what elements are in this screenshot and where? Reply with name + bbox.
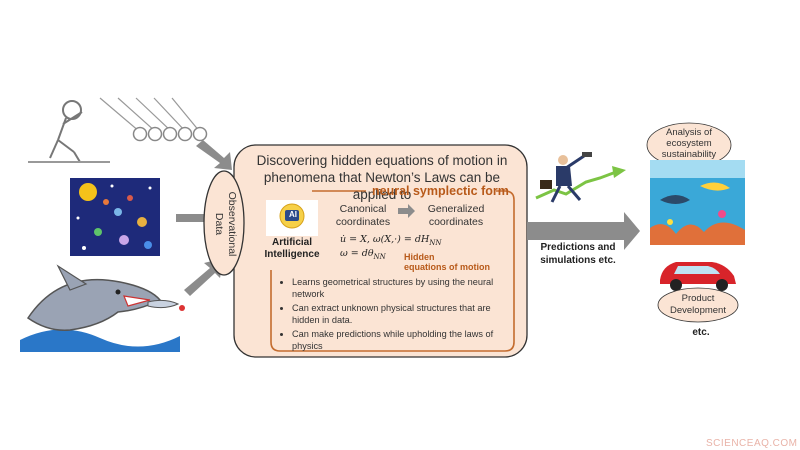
newtons-cradle-illustration <box>28 97 208 163</box>
ecosystem-image <box>650 160 745 245</box>
product-line2: Development <box>670 305 726 316</box>
product-line1: Product <box>681 293 715 304</box>
ai-label-line1: Artificial <box>271 237 312 248</box>
ai-brain-icon <box>266 200 318 236</box>
equation-2-main: ω = dθ <box>340 248 374 259</box>
observational-data-oval <box>203 170 245 276</box>
equation-1-sub: NN <box>429 238 442 247</box>
equation-1: u̇ = X, ω(X,·) = dHNN <box>340 234 442 249</box>
bullet-item: Can extract unknown physical structures … <box>292 302 516 326</box>
neural-symplectic-form-label: neural symplectic form <box>372 184 509 198</box>
equation-2-sub: NN <box>373 252 386 261</box>
analysis-line3: sustainability <box>661 149 717 160</box>
watermark: SCIENCEAQ.COM <box>706 438 798 449</box>
ai-badge: AI <box>289 210 297 219</box>
predictions-label: Predictions and simulations etc. <box>532 241 624 267</box>
hidden-label-line1: Hidden <box>404 252 435 262</box>
feature-bullet-list: Learns geometrical structures by using t… <box>280 276 516 354</box>
predictions-line1: Predictions and <box>540 242 616 253</box>
output-arrow <box>527 212 640 250</box>
ai-label-line2: Intelligence <box>264 249 320 260</box>
red-car-image <box>660 262 736 291</box>
product-oval <box>657 287 739 323</box>
businessman-illustration <box>535 152 626 203</box>
ai-label: Artificial Intelligence <box>264 237 320 261</box>
canonical-coordinates: Canonical coordinates <box>330 203 396 229</box>
predictions-line2: simulations etc. <box>540 255 616 266</box>
generalized-line1: Generalized <box>427 203 485 215</box>
canonical-line2: coordinates <box>335 216 391 228</box>
solar-system-illustration <box>70 178 160 256</box>
etc-label: etc. <box>692 327 710 338</box>
equation-2: ω = dθNN <box>340 248 386 263</box>
shark-illustration <box>20 264 185 352</box>
generalized-line2: coordinates <box>428 216 484 228</box>
main-title-line2: phenomena that Newton’s Laws can be appl… <box>263 170 501 202</box>
canonical-line1: Canonical <box>339 203 387 215</box>
equation-1-main: u̇ = X, ω(X,·) = dH <box>340 234 430 245</box>
product-label: Product Development <box>660 293 736 317</box>
bullet-item: Learns geometrical structures by using t… <box>292 276 516 300</box>
inner-bracket <box>270 190 515 352</box>
observational-data-label: Observational Data <box>213 191 238 257</box>
main-title: Discovering hidden equations of motion i… <box>244 152 520 203</box>
bullet-item: Can make predictions while upholding the… <box>292 328 516 352</box>
analysis-label: Analysis of ecosystem sustainability <box>652 127 726 160</box>
coords-arrow <box>398 204 415 218</box>
analysis-line1: Analysis of <box>666 127 712 138</box>
main-title-line1: Discovering hidden equations of motion i… <box>256 153 508 168</box>
hidden-label-line2: equations of motion <box>404 262 490 272</box>
analysis-line2: ecosystem <box>666 138 712 149</box>
generalized-coordinates: Generalized coordinates <box>418 203 494 229</box>
hidden-equations-label: Hidden equations of motion <box>404 252 508 272</box>
